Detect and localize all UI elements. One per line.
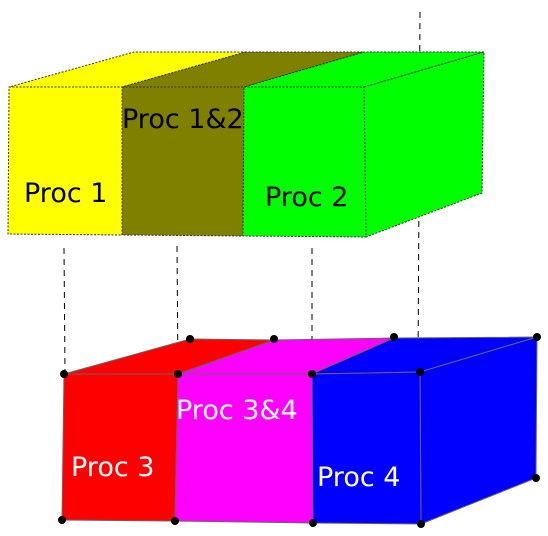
- vertex-dot: [174, 370, 182, 378]
- vertex-dot: [533, 333, 541, 341]
- upper-right-front-face: [242, 86, 367, 238]
- upper-labels: Proc 1 Proc 1&2 Proc 2: [24, 104, 348, 213]
- vertex-dot: [309, 519, 317, 527]
- vertex-dot: [308, 370, 316, 378]
- projection-line-1: [63, 247, 66, 375]
- label-proc-1: Proc 1: [24, 178, 107, 209]
- vertex-dot: [390, 333, 398, 341]
- vertex-dot: [416, 368, 424, 376]
- lower-block: [61, 336, 538, 525]
- upper-right-side-face: [363, 51, 485, 238]
- upper-block: [7, 51, 485, 238]
- label-proc-1-and-2: Proc 1&2: [122, 104, 244, 135]
- lower-right-front-face: [311, 371, 422, 525]
- label-proc-4: Proc 4: [317, 462, 400, 493]
- upper-left-front-face: [7, 86, 123, 236]
- vertex-dot: [58, 516, 66, 524]
- vertex-dot: [417, 520, 425, 528]
- lower-labels: Proc 3 Proc 3&4 Proc 4: [71, 395, 400, 493]
- vertex-dot: [186, 335, 194, 343]
- vertex-dot: [171, 517, 179, 525]
- lower-left-front-face: [61, 373, 179, 522]
- vertex-dot: [532, 474, 540, 482]
- label-proc-2: Proc 2: [265, 182, 348, 213]
- vertex-dot: [270, 335, 278, 343]
- lower-vertices: [58, 333, 541, 528]
- label-proc-3: Proc 3: [71, 452, 154, 483]
- label-proc-3-and-4: Proc 3&4: [176, 395, 298, 426]
- vertex-dot: [60, 370, 68, 378]
